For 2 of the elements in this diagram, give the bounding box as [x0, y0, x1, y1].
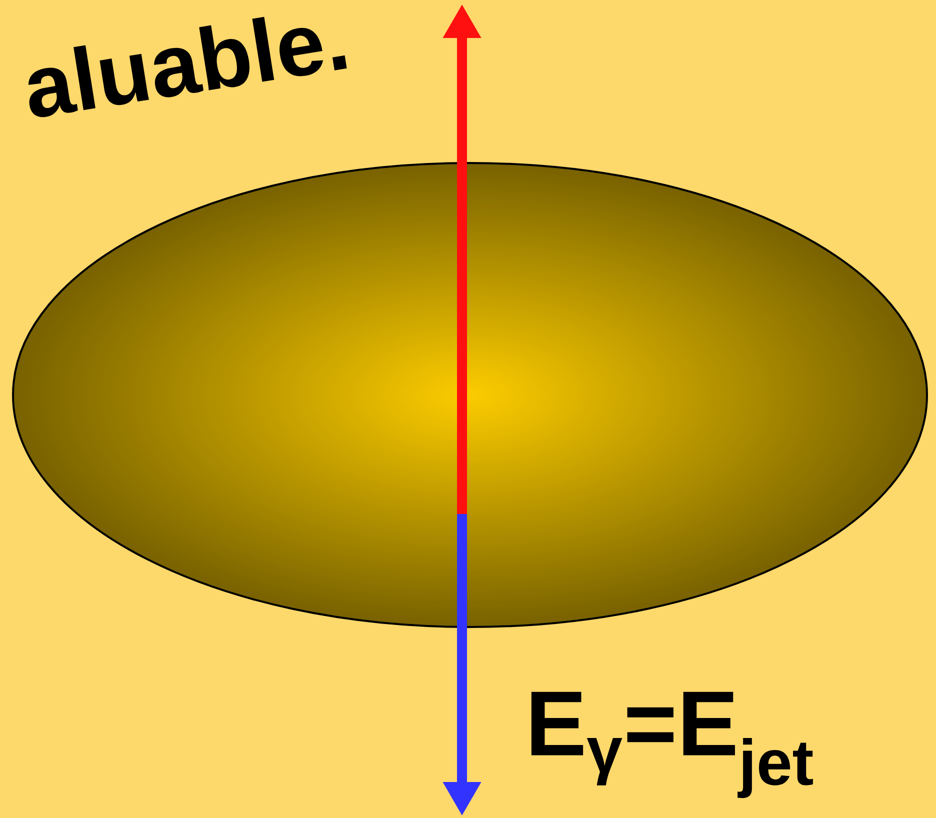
energy-equation: E$_{γ}$=E$_{jet}$: [531, 692, 813, 798]
slogan-text: aluable.: [28, 16, 347, 118]
